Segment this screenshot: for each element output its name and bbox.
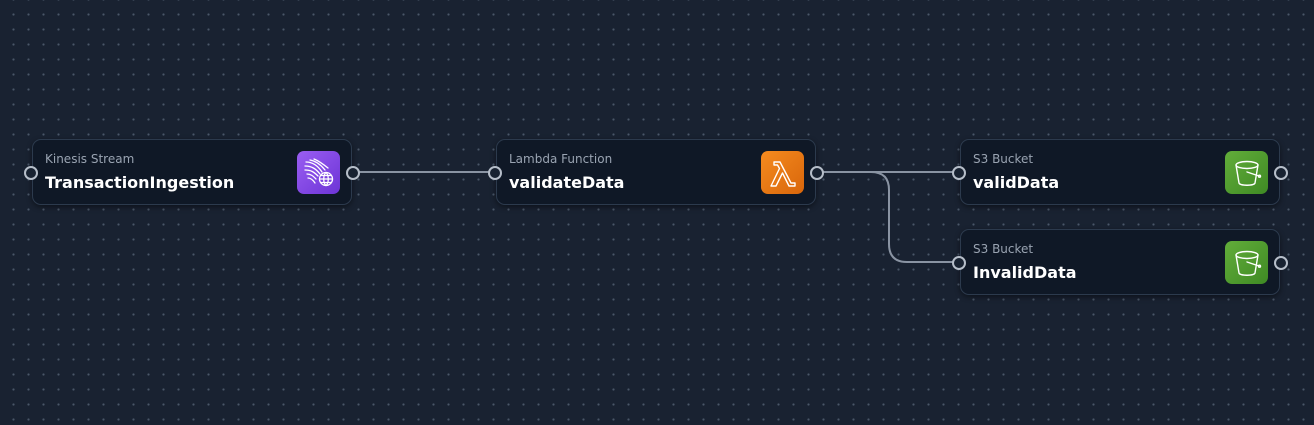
- s3-bucket-icon: [1225, 241, 1268, 284]
- node-validate-data[interactable]: Lambda Function validateData: [488, 139, 824, 205]
- output-handle[interactable]: [346, 166, 360, 180]
- output-handle[interactable]: [1274, 166, 1288, 180]
- node-transaction-ingestion[interactable]: Kinesis Stream TransactionIngestion: [24, 139, 360, 205]
- output-handle[interactable]: [810, 166, 824, 180]
- node-name: validateData: [509, 173, 625, 192]
- lambda-function-icon: [761, 151, 804, 194]
- input-handle[interactable]: [952, 166, 966, 180]
- node-invalid-data[interactable]: S3 Bucket InvalidData: [952, 229, 1288, 295]
- node-name: validData: [973, 173, 1060, 192]
- node-type-label: Kinesis Stream: [45, 152, 135, 166]
- output-handle[interactable]: [1274, 256, 1288, 270]
- node-name: InvalidData: [973, 263, 1077, 282]
- input-handle[interactable]: [952, 256, 966, 270]
- kinesis-stream-icon: [297, 151, 340, 194]
- edge-lambda-to-invalid-data[interactable]: [818, 171, 959, 263]
- node-valid-data[interactable]: S3 Bucket validData: [952, 139, 1288, 205]
- input-handle[interactable]: [24, 166, 38, 180]
- node-name: TransactionIngestion: [45, 173, 235, 192]
- input-handle[interactable]: [488, 166, 502, 180]
- s3-bucket-icon: [1225, 151, 1268, 194]
- node-type-label: S3 Bucket: [973, 152, 1034, 166]
- node-type-label: Lambda Function: [509, 152, 613, 166]
- node-type-label: S3 Bucket: [973, 242, 1034, 256]
